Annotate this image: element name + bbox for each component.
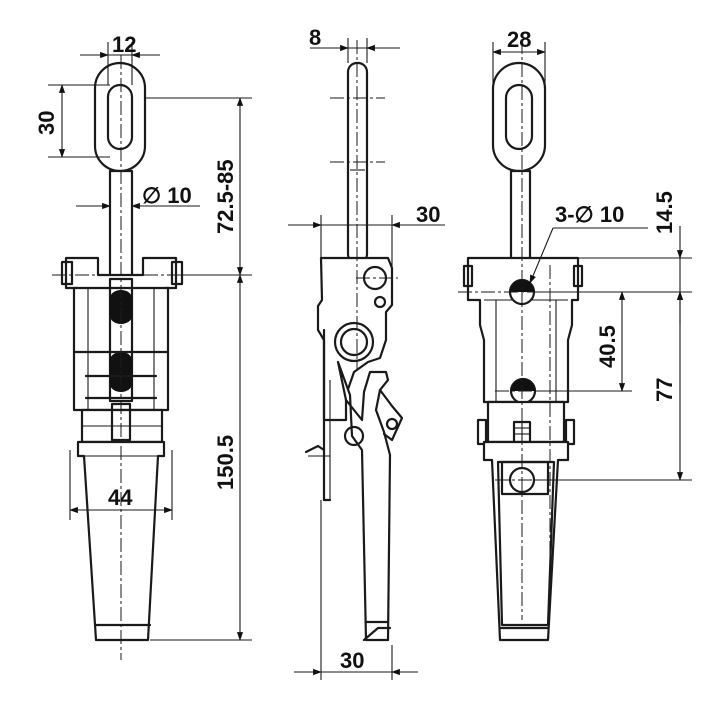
front-dimensions: 12 30 ∅ 10 72.5-85 150.5 44 [34, 32, 252, 660]
front-eye-outer [93, 61, 147, 173]
front-eye-slot [106, 83, 134, 151]
side-latch-arm [336, 360, 392, 642]
dim-eye-outer-width: 28 [507, 27, 531, 52]
dim-adjust-range: 72.5-85 [213, 159, 238, 234]
dim-hole-to-hole: 77 [652, 378, 677, 402]
dim-body-length: 150.5 [213, 435, 238, 490]
back-dimensions: 28 3-∅ 10 14.5 40.5 77 [458, 27, 692, 620]
side-view [304, 61, 404, 642]
dim-rod-diameter: ∅ 10 [142, 183, 192, 208]
dim-side-depth-bottom: 30 [340, 648, 364, 673]
dim-side-rod-width: 8 [309, 25, 321, 50]
front-view [60, 61, 184, 642]
dim-side-depth-top: 30 [416, 202, 440, 227]
back-view [462, 61, 584, 642]
dim-top-offset: 14.5 [652, 191, 677, 234]
dim-eye-height: 30 [34, 111, 59, 135]
front-pin-upper [110, 290, 132, 324]
side-dimensions: 8 30 30 [288, 25, 445, 680]
dim-hole-pitch: 40.5 [595, 325, 620, 368]
dim-holes: 3-∅ 10 [555, 202, 624, 227]
back-eye-outer [491, 61, 547, 173]
dim-eye-width: 12 [112, 32, 136, 57]
